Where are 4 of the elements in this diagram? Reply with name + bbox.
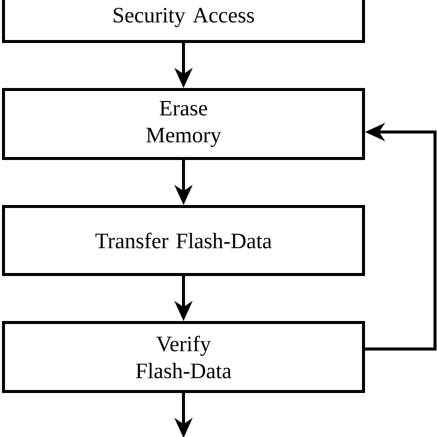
process-box: Verify Flash-Data <box>2 321 365 393</box>
process-box: Erase Memory <box>2 88 365 160</box>
process-box: Transfer Flash-Data <box>2 205 365 276</box>
process-box: Security Access <box>2 0 365 43</box>
